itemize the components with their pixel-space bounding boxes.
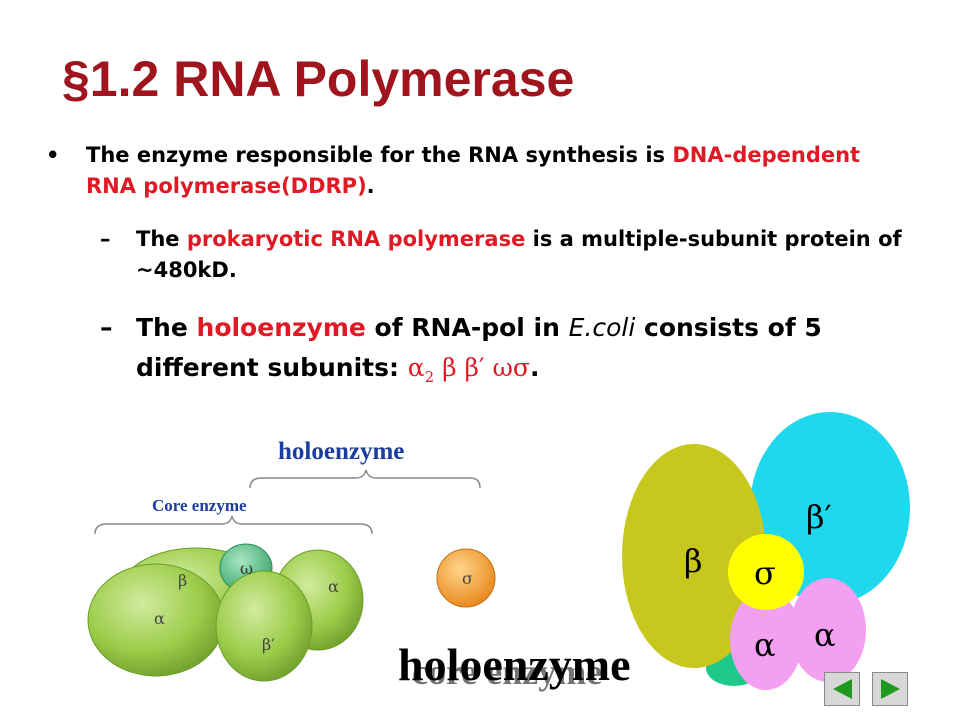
core-beta-prime-blob	[215, 570, 313, 682]
alpha-subunit-1	[730, 590, 802, 690]
bullet-ddrp: • The enzyme responsible for the RNA syn…	[46, 140, 876, 202]
free-sigma-label: σ	[462, 569, 473, 588]
beta-subunit	[622, 444, 766, 668]
formula-rest: β β′ ωσ	[434, 353, 530, 382]
sigma-label: σ	[754, 554, 776, 592]
dash-marker: –	[100, 227, 111, 251]
sub2-text-d: .	[530, 353, 540, 382]
holoenzyme-caption: holoenzyme	[398, 639, 631, 690]
ddrp-highlight: DNA-dependent RNA polymerase(DDRP)	[86, 143, 861, 198]
bullet-text: The enzyme responsible for the RNA synth…	[86, 140, 876, 202]
alpha-subunit-2	[790, 578, 866, 682]
holoenzyme-label: holoenzyme	[278, 438, 405, 465]
prokaryotic-highlight: prokaryotic RNA polymerase	[186, 227, 526, 251]
holoenzyme-brace	[249, 469, 481, 489]
sub2-text-a: The	[136, 313, 197, 342]
sub-bullet-text: The prokaryotic RNA polymerase is a mult…	[136, 224, 920, 286]
bullet-marker: •	[46, 143, 60, 167]
alpha-label-1: α	[754, 626, 776, 664]
slide-title: §1.2 RNA Polymerase	[62, 51, 575, 107]
core-alpha2-label: α	[328, 577, 339, 596]
core-alpha1-label: α	[154, 609, 165, 628]
sub-bullet-text: The holoenzyme of RNA-pol in E.coli cons…	[136, 308, 920, 397]
sub2-text-c: consists of 5 different subunits:	[136, 313, 822, 382]
sub1-text-b: is a multiple-subunit protein of ~480kD.	[136, 227, 902, 282]
bullet-text-b: .	[366, 174, 375, 198]
formula-alpha-sub: 2	[424, 368, 435, 386]
triangle-left-icon	[833, 679, 852, 699]
sub-bullet-holoenzyme: – The holoenzyme of RNA-pol in E.coli co…	[100, 308, 920, 397]
beta-label: β	[684, 542, 703, 580]
sub2-text-b: of RNA-pol in	[365, 313, 569, 342]
subunit-formula: α2 β β′ ωσ	[407, 353, 530, 386]
core-enzyme-label: Core enzyme	[152, 496, 247, 515]
prev-slide-button[interactable]	[824, 672, 860, 706]
formula-alpha: α	[407, 353, 425, 382]
sub-bullet-prokaryotic: – The prokaryotic RNA polymerase is a mu…	[100, 224, 920, 286]
triangle-right-icon	[881, 679, 900, 699]
beta-prime-label: β′	[806, 498, 832, 536]
core-enzyme-caption-overlap: core enzyme	[412, 652, 603, 692]
alpha-label-2: α	[814, 616, 836, 654]
sub1-text-a: The	[136, 227, 187, 251]
core-beta-prime-label: β′	[262, 635, 275, 654]
holoenzyme-highlight: holoenzyme	[196, 313, 366, 342]
core-beta-label: β	[178, 571, 187, 590]
core-omega-label: ω	[240, 559, 253, 578]
free-sigma-blob	[436, 548, 496, 608]
dash-marker: –	[100, 313, 113, 342]
next-slide-button[interactable]	[872, 672, 908, 706]
sigma-subunit	[728, 534, 804, 610]
core-enzyme-brace	[94, 515, 373, 535]
bullet-text-a: The enzyme responsible for the RNA synth…	[86, 143, 673, 167]
ecoli-species: E.coli	[568, 313, 636, 342]
